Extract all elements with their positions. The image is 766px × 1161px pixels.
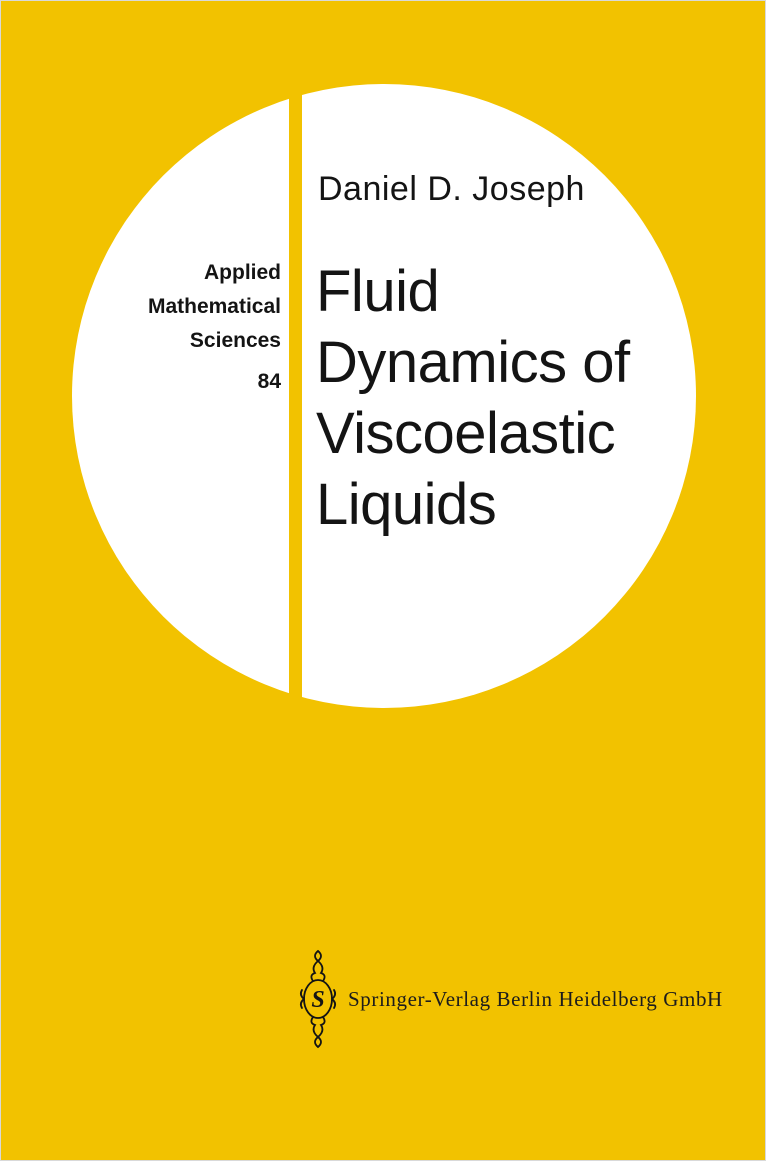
book-title-line-3: Viscoelastic [316, 401, 616, 466]
publisher-name: Springer-Verlag Berlin Heidelberg GmbH [348, 986, 723, 1011]
series-block: Applied Mathematical Sciences 84 [148, 256, 281, 399]
author-name: Daniel D. Joseph [318, 170, 585, 208]
book-title-line-1: Fluid [316, 259, 440, 324]
series-title-line-2: Mathematical [147, 295, 281, 318]
book-title-line-4: Liquids [316, 472, 497, 537]
cover-circle [72, 84, 696, 708]
divider-stripe [289, 83, 302, 709]
book-title: Fluid Dynamics of Viscoelastic Liquids [316, 256, 630, 540]
emblem-monogram: S [311, 987, 324, 1013]
series-number: 84 [257, 370, 281, 393]
publisher-row: S Springer-Verlag Berlin Heidelberg GmbH [296, 948, 723, 1050]
series-title-line-3: Sciences [189, 329, 281, 352]
series-title-line-1: Applied [204, 261, 281, 284]
book-title-line-2: Dynamics of [316, 330, 630, 395]
springer-emblem-icon: S [299, 949, 337, 1049]
